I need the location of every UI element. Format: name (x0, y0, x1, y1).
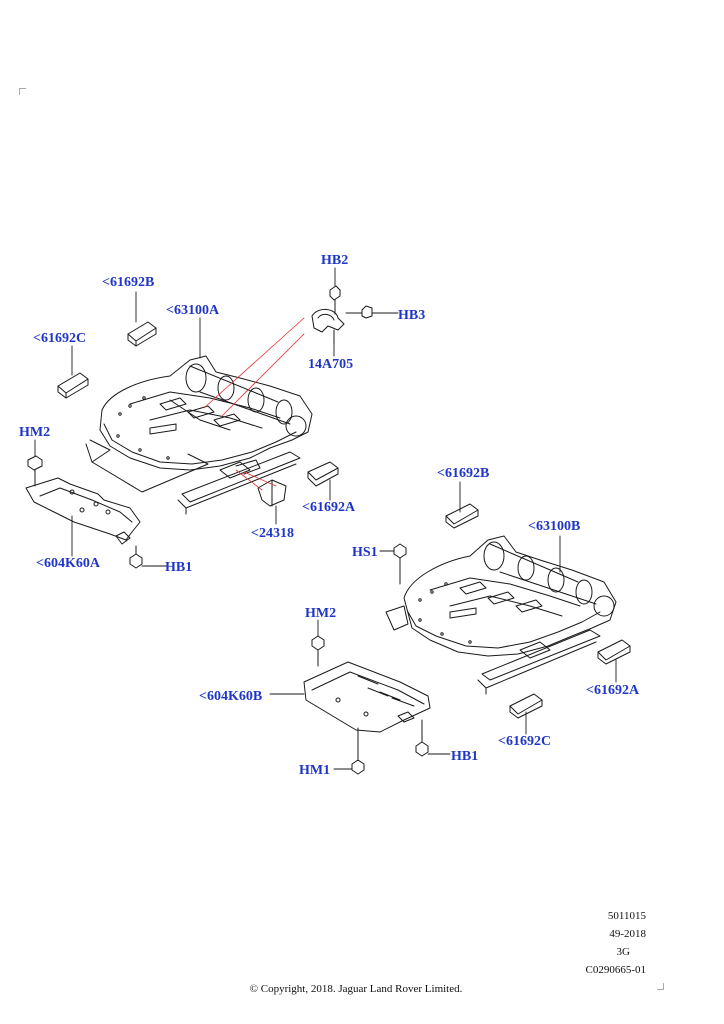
label-61692b-right: <61692B (437, 466, 490, 481)
label-hb3: HB3 (398, 308, 426, 323)
label-61692a-left: <61692A (302, 500, 356, 515)
copyright-notice: © Copyright, 2018. Jaguar Land Rover Lim… (249, 983, 463, 995)
ref-code-2: 49-2018 (609, 928, 646, 940)
stud-hm1 (351, 727, 365, 775)
label-61692c-left: <61692C (33, 331, 87, 346)
label-61692b-left: <61692B (102, 275, 155, 290)
label-hb2: HB2 (321, 253, 349, 268)
seat-frame-63100a (99, 355, 313, 471)
bolt-hs1 (393, 543, 407, 585)
label-14a705: 14A705 (308, 357, 354, 372)
bolt-hb2 (329, 285, 341, 315)
label-hm2-left: HM2 (19, 425, 51, 440)
bolt-hb1-right (415, 719, 429, 757)
corner-mark-top-left (19, 88, 26, 95)
label-hm2-right: HM2 (305, 606, 337, 621)
ref-code-1: 5011015 (607, 910, 646, 922)
bracket-14a705 (311, 309, 345, 345)
mounting-plate-604k60b (303, 661, 431, 733)
clip-61692c-right (509, 693, 543, 719)
clip-61692c-left (57, 372, 89, 399)
stud-hm2-right (311, 635, 325, 667)
label-hs1: HS1 (352, 545, 378, 560)
clip-61692a-left (307, 461, 339, 487)
label-604k60a: <604K60A (36, 556, 100, 571)
label-61692c-right: <61692C (498, 734, 552, 749)
stud-hm2-left (27, 455, 43, 487)
label-604k60b: <604K60B (199, 689, 263, 704)
reference-codes: 5011015 49-2018 3G C0290665-01 (526, 907, 647, 979)
leader-lines (34, 267, 617, 770)
seat-rails-right (385, 605, 601, 695)
mounting-plate-604k60a (25, 477, 141, 545)
label-63100a: <63100A (166, 303, 220, 318)
bolt-hb1-left (129, 545, 143, 569)
clip-61692b-right (445, 503, 479, 529)
ref-code-4: C0290665-01 (585, 964, 647, 976)
ref-code-3: 3G (616, 946, 630, 958)
clip-61692b-left (127, 321, 157, 347)
label-63100b: <63100B (528, 519, 581, 534)
clip-61692a-right (597, 639, 631, 665)
bolt-hb3 (345, 305, 373, 319)
label-hb1-left: HB1 (165, 560, 193, 575)
label-24318: <24318 (251, 526, 294, 541)
label-hb1-right: HB1 (451, 749, 479, 764)
label-61692a-right: <61692A (586, 683, 640, 698)
seat-frame-63100b (403, 535, 617, 657)
label-hm1: HM1 (299, 763, 331, 778)
